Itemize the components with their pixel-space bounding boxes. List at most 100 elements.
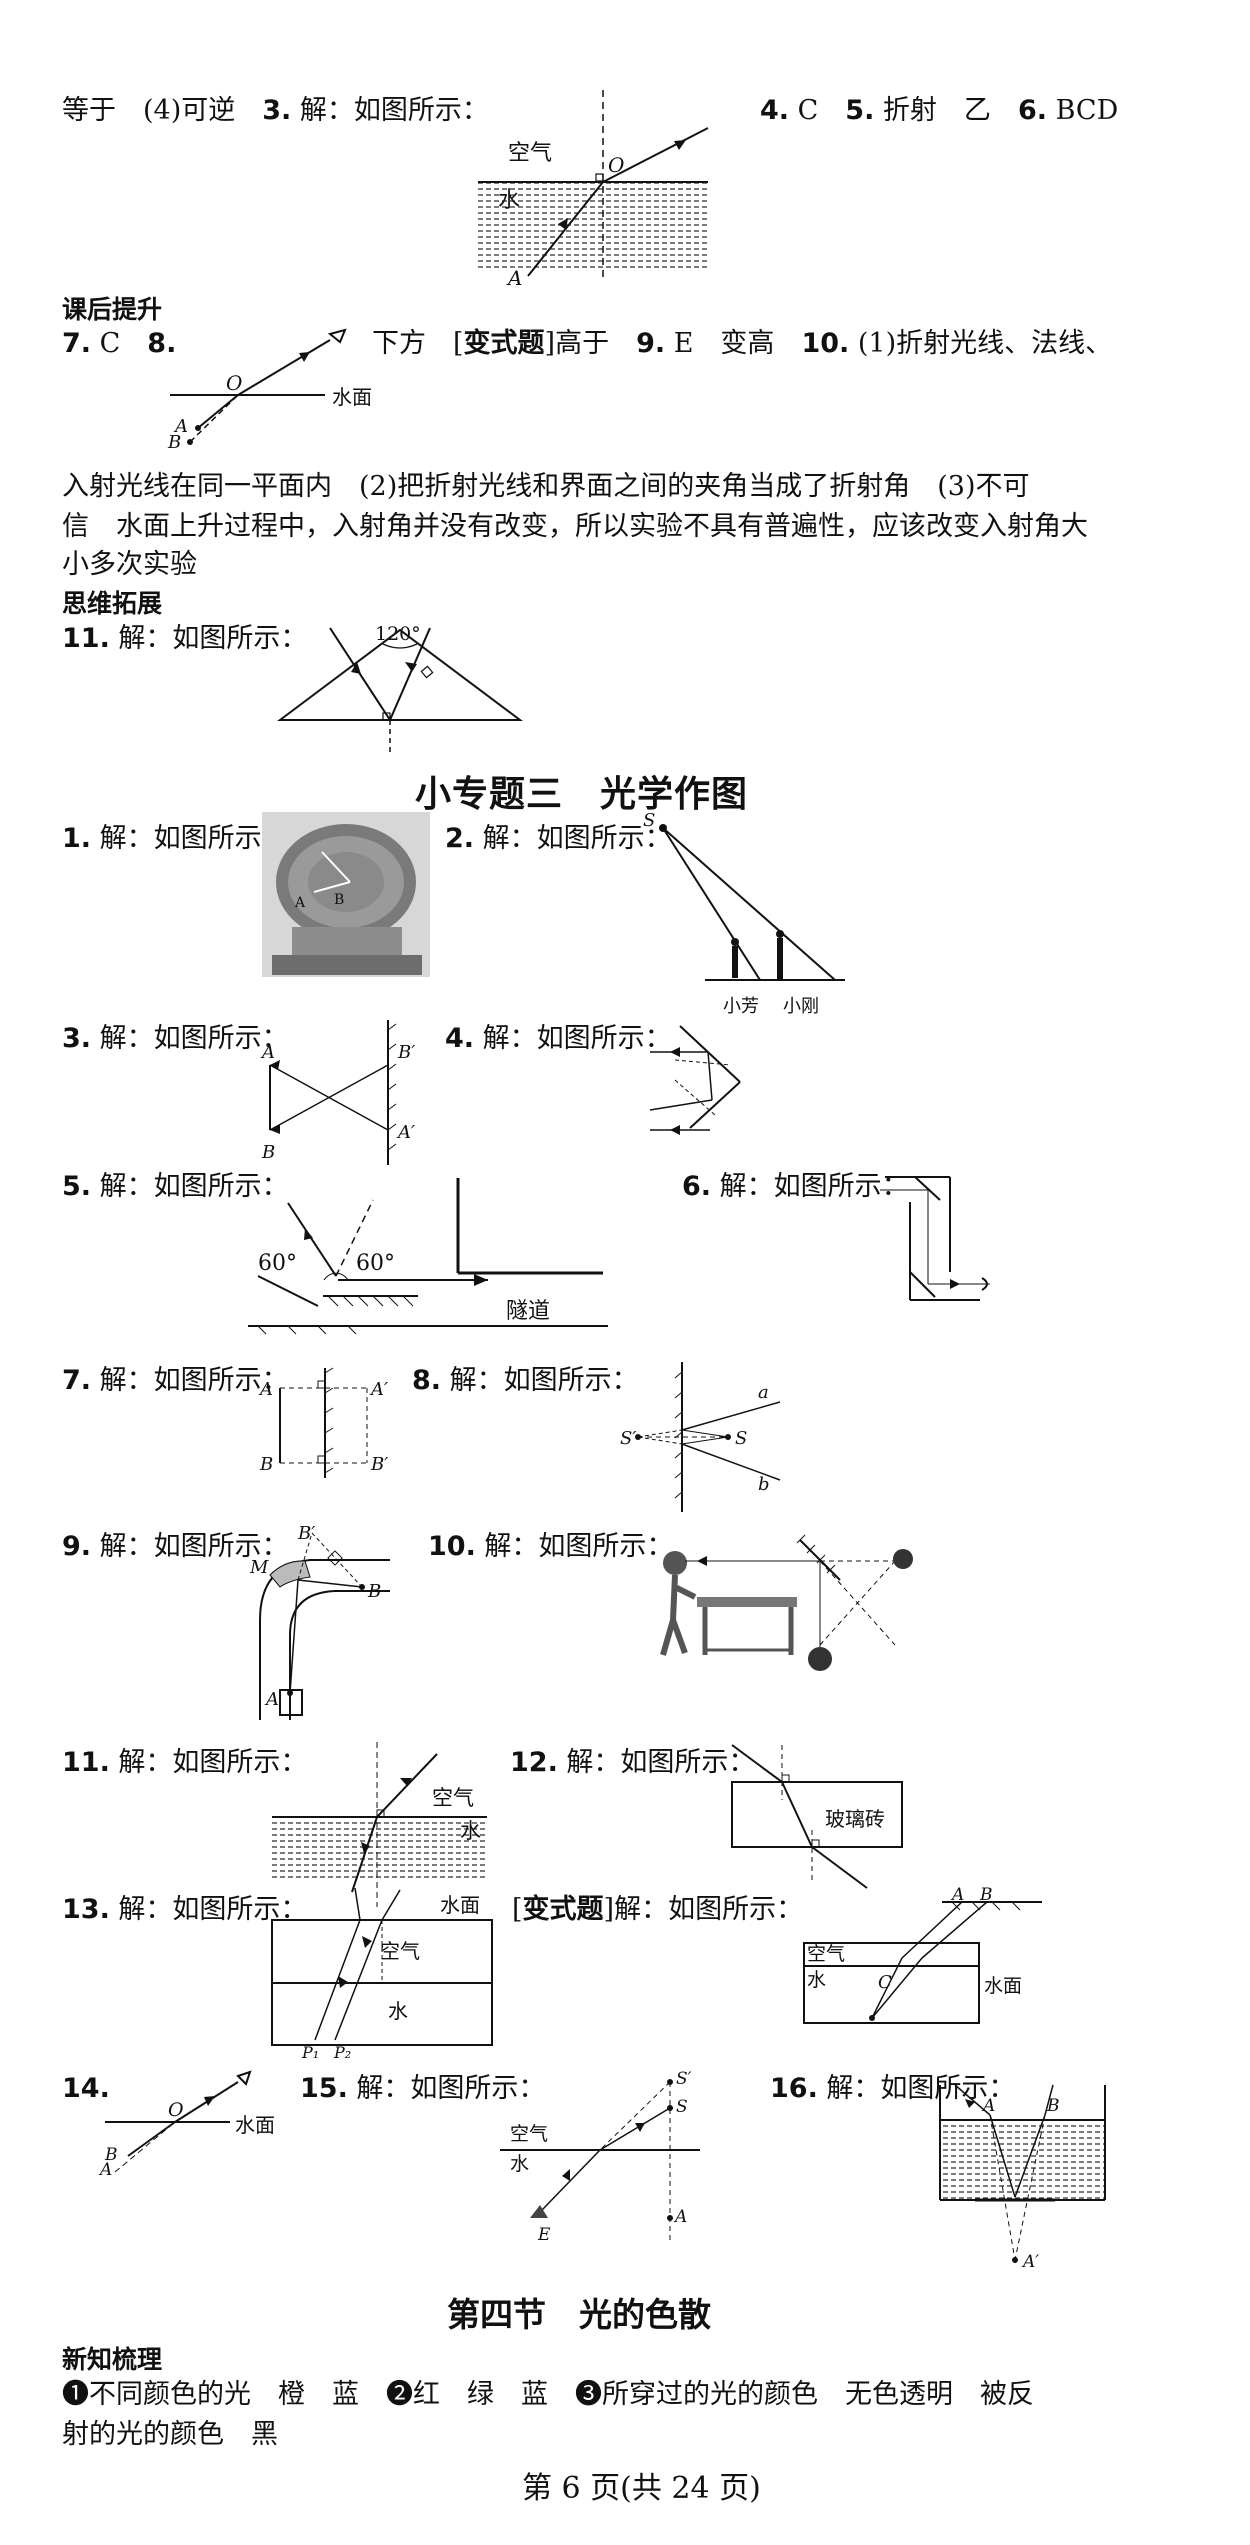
figure-q8-eye: O A B 水面 [167, 328, 372, 453]
answer-q2: 2. 解：如图所示： [445, 823, 672, 854]
svg-text:B′: B′ [397, 1042, 415, 1063]
point-o-label: O [608, 153, 624, 177]
svg-text:P₂: P₂ [333, 2043, 351, 2062]
svg-text:B: B [367, 1581, 381, 1602]
svg-text:A: A [260, 1042, 275, 1063]
svg-text:A′: A′ [369, 1379, 388, 1400]
svg-text:小芳: 小芳 [723, 996, 759, 1017]
svg-text:A: A [264, 1689, 279, 1710]
answer-q8: 8. 解：如图所示： [412, 1365, 639, 1396]
svg-text:O: O [168, 2099, 184, 2121]
section-heading-xinzhi: 新知梳理 [62, 2345, 163, 2374]
answer-xin-line-2: 射的光的颜色 黑 [62, 2419, 278, 2450]
answer-q13: 13. 解：如图所示： [62, 1894, 308, 1925]
svg-text:S: S [735, 1428, 747, 1449]
svg-text:A: A [98, 2160, 112, 2180]
answer-q7: 7. 解：如图所示： [62, 1365, 289, 1396]
sundial-photo: A B [262, 812, 430, 977]
svg-text:A: A [981, 2096, 995, 2116]
svg-text:水面: 水面 [984, 1975, 1022, 1997]
figure-q2-shadow: S 小芳 小刚 [643, 810, 845, 1017]
answer-line-7: 7. C 8. [62, 328, 177, 359]
svg-text:A′: A′ [1021, 2252, 1039, 2272]
svg-text:S: S [643, 810, 655, 831]
svg-text:小刚: 小刚 [783, 996, 819, 1017]
svg-text:A: A [258, 1379, 273, 1400]
svg-text:B: B [259, 1454, 273, 1475]
figure-q12-glass: 玻璃砖 [731, 1744, 903, 1889]
svg-text:A: A [950, 1885, 964, 1905]
answer-q1: 1. 解：如图所示： [62, 823, 289, 854]
answer-q3: 3. 解：如图所示： [62, 1023, 289, 1054]
figure-q15-fish: S′ S 空气 水 A E [500, 2069, 700, 2245]
answer-line-8-10: 下方 [变式题]高于 9. E 变高 10. (1)折射光线、法线、 [372, 328, 1113, 359]
svg-text:60°: 60° [356, 1251, 395, 1276]
figure-q13-tank: 水面 空气 水 P₁ P₂ [271, 1887, 493, 2062]
svg-text:B: B [979, 1885, 993, 1905]
section-title-dispersion: 第四节 光的色散 [447, 2295, 711, 2334]
answer-q6: 6. 解：如图所示： [682, 1171, 909, 1202]
answer-xin-line-1: ❶不同颜色的光 橙 蓝 ❷红 绿 蓝 ❸所穿过的光的颜色 无色透明 被反 [62, 2379, 1034, 2410]
figure-variant-tank: A B 空气 水 C 水面 [803, 1885, 1042, 2024]
answer-q12: 12. 解：如图所示： [510, 1747, 756, 1778]
svg-text:玻璃砖: 玻璃砖 [825, 1807, 885, 1831]
svg-text:120°: 120° [375, 623, 421, 645]
figure-q4-periscope [649, 1025, 741, 1135]
answer-10-line-4: 小多次实验 [62, 549, 197, 580]
figure-q3-refraction: 空气 水 O A [478, 90, 709, 290]
water-label: 水 [498, 188, 520, 213]
figure-q6-periscope [880, 1176, 990, 1301]
svg-text:A: A [173, 416, 188, 437]
figure-q10-ball-mirror [660, 1534, 913, 1671]
svg-text:B′: B′ [297, 1523, 315, 1544]
answer-q5: 5. 解：如图所示： [62, 1171, 289, 1202]
svg-text:空气: 空气 [510, 2123, 548, 2145]
answer-q16: 16. 解：如图所示： [770, 2073, 1016, 2104]
svg-text:B: B [334, 892, 344, 908]
figure-q8-mirror-rays: S S′ a b [620, 1362, 781, 1512]
figure-q11-prism: 120° [277, 623, 523, 752]
page-title-special: 小专题三 光学作图 [415, 773, 749, 815]
answer-10-line-3: 信 水面上升过程中，入射角并没有改变，所以实验不具有普遍性，应该改变入射角大 [62, 511, 1088, 542]
answer-q4: 4. 解：如图所示： [445, 1023, 672, 1054]
svg-text:水面: 水面 [440, 1893, 480, 1917]
svg-text:M: M [249, 1557, 269, 1578]
page-footer: 第 6 页(共 24 页) [522, 2471, 761, 2506]
section-heading-siwei: 思维拓展 [62, 589, 163, 618]
svg-text:水: 水 [460, 1819, 481, 1843]
svg-text:水: 水 [388, 1999, 408, 2023]
svg-text:b: b [758, 1474, 770, 1495]
svg-text:E: E [537, 2225, 551, 2245]
section-heading-kehou: 课后提升 [62, 295, 163, 324]
answer-q9: 9. 解：如图所示： [62, 1531, 289, 1562]
svg-text:O: O [226, 371, 242, 395]
point-a-label: A [506, 266, 522, 290]
figure-q7-plane-mirror: A B A′ B′ [258, 1367, 388, 1478]
svg-text:S′: S′ [620, 1428, 636, 1449]
svg-text:B: B [1046, 2096, 1060, 2116]
svg-text:P₁: P₁ [301, 2043, 319, 2062]
svg-text:隧道: 隧道 [506, 1299, 550, 1324]
svg-text:B: B [104, 2145, 118, 2165]
answer-line-1: 等于 (4)可逆 3. 解：如图所示： [62, 95, 489, 126]
svg-text:水: 水 [510, 2153, 529, 2175]
answer-q10: 10. 解：如图所示： [428, 1531, 674, 1562]
figure-q11b-air-water: 空气 水 [272, 1742, 487, 1907]
figure-q3-mirror: A B B′ A′ [260, 1020, 415, 1165]
figure-q5-tunnel: 60° 60° 隧道 [248, 1178, 608, 1335]
svg-text:S′: S′ [676, 2069, 692, 2089]
answer-10-line-2: 入射光线在同一平面内 (2)把折射光线和界面之间的夹角当成了折射角 (3)不可 [62, 471, 1030, 502]
answer-q11b: 11. 解：如图所示： [62, 1747, 308, 1778]
svg-text:水面: 水面 [235, 2113, 275, 2137]
svg-text:空气: 空气 [807, 1943, 845, 1965]
answer-line-11: 11. 解：如图所示： [62, 623, 308, 654]
svg-text:A: A [294, 895, 306, 911]
svg-text:B: B [261, 1142, 275, 1163]
answer-q14: 14. [62, 2073, 110, 2104]
svg-text:S: S [676, 2097, 688, 2117]
svg-text:a: a [758, 1382, 769, 1403]
svg-text:C: C [878, 1972, 892, 1993]
svg-text:水: 水 [807, 1969, 826, 1991]
svg-text:B: B [167, 432, 181, 453]
svg-text:B′: B′ [370, 1454, 388, 1475]
